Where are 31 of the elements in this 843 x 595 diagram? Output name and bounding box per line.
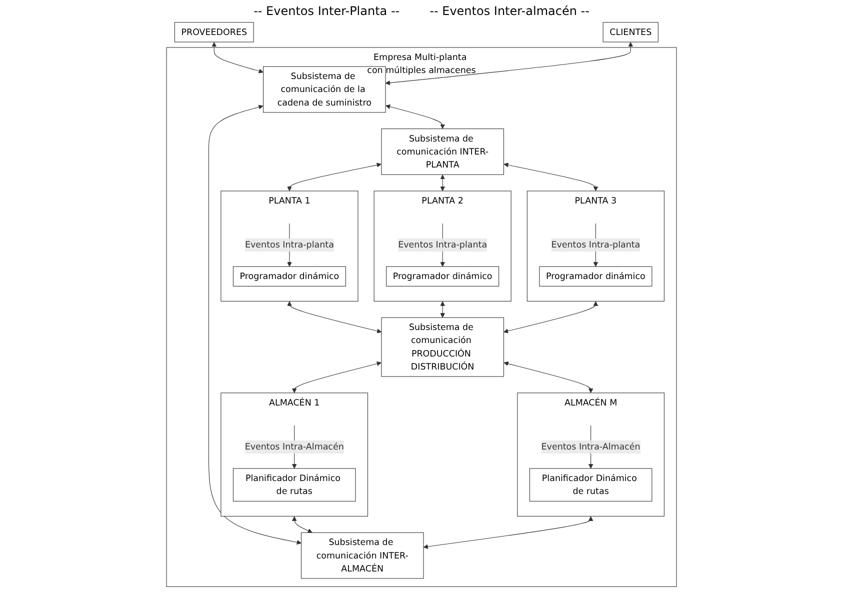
arrow bbox=[208, 104, 302, 545]
node-box: Planificador Dinámico de rutas bbox=[232, 468, 356, 502]
arrow bbox=[386, 104, 445, 129]
arrow bbox=[385, 42, 634, 86]
arrow bbox=[503, 301, 598, 334]
node-box: Programador dinámico bbox=[232, 266, 346, 286]
note-text: -- Eventos Inter-almacén -- bbox=[430, 4, 590, 18]
edge-label: Eventos Intra-planta bbox=[245, 240, 334, 250]
note-text: -- Eventos Inter-Planta -- bbox=[254, 4, 400, 18]
node-box: PROVEEDORES bbox=[174, 22, 254, 42]
arrow bbox=[440, 301, 445, 318]
arrow bbox=[423, 516, 594, 549]
node-box: Subsistema de comunicación INTER-PLANTA bbox=[381, 128, 504, 175]
node-box: Subsistema de comunicación INTER-ALMACÉN bbox=[300, 532, 424, 579]
node-box: Programador dinámico bbox=[386, 266, 500, 286]
edge-label: Eventos Intra-Almacén bbox=[541, 441, 640, 452]
arrow bbox=[212, 42, 264, 74]
edge-label: Eventos Intra-planta bbox=[551, 240, 640, 250]
arrow bbox=[287, 301, 382, 334]
node-box: Subsistema de comunicación PRODUCCIÓN DISTRIBUCIÓN bbox=[381, 317, 504, 377]
edge-label: Eventos Intra-planta bbox=[398, 240, 488, 250]
arrow bbox=[504, 162, 598, 192]
arrow bbox=[440, 174, 445, 192]
arrow bbox=[292, 516, 312, 533]
node-box: Planificador Dinámico de rutas bbox=[529, 468, 652, 502]
node-box: Programador dinámico bbox=[539, 266, 652, 286]
node-box: CLIENTES bbox=[602, 22, 658, 42]
edge-label: Eventos Intra-Almacén bbox=[244, 441, 344, 452]
arrow bbox=[504, 361, 594, 394]
arrow bbox=[292, 361, 382, 394]
arrow bbox=[287, 162, 382, 192]
